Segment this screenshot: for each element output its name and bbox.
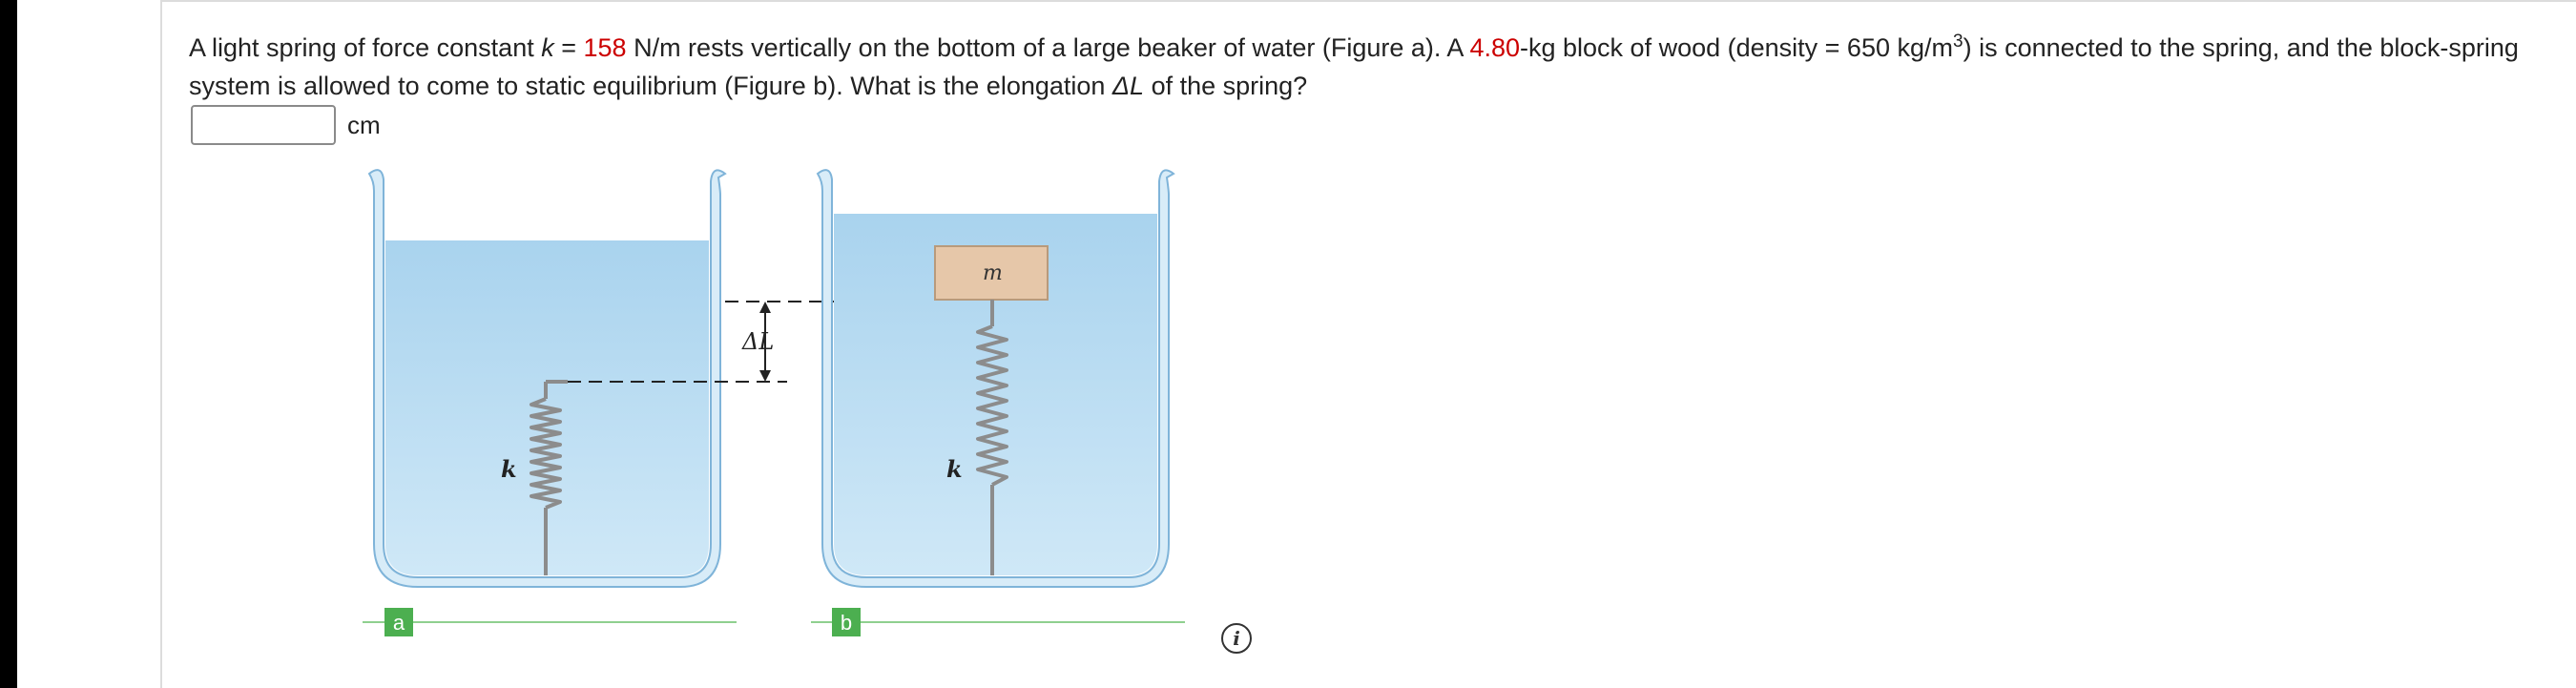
question-text-part: of the spring? [1144,72,1308,100]
mass-value: 4.80 [1469,33,1521,62]
beaker-b [816,169,1175,588]
figure-b-badge [832,608,861,636]
question-text: A light spring of force constant k = 158… [189,29,2536,105]
density-exponent: 3 [1953,31,1963,52]
delta-l-label: ΔL [741,328,774,355]
figure-a-label: a [393,611,405,635]
delta-l-arrow [759,302,771,382]
figure-b-label: b [841,611,852,635]
question-text-part: ) is connected to the spring, and the bl… [189,33,2519,100]
question-text-part: = [553,33,584,62]
question-text-part: -kg block of wood (density = 650 kg/m [1520,33,1953,62]
answer-row: cm [191,103,381,147]
unit-label: cm [347,110,381,139]
delta-l-symbol: ΔL [1111,72,1145,100]
block-mass-label: m [983,261,1003,285]
info-icon-glyph: i [1233,627,1240,650]
spring-b-k-label: k [946,455,963,483]
figure-a-badge [384,608,413,636]
spring-a-k-label: k [501,455,517,483]
left-edge-bar [0,0,17,688]
question-text-part: A light spring of force constant [189,33,542,62]
beaker-figure: k ΔL m k a b [363,169,1185,636]
k-value: 158 [583,33,627,62]
spring-a [530,380,568,575]
info-icon[interactable]: i [1221,623,1252,654]
k-symbol: k [541,33,554,62]
question-text-part: N/m rests vertically on the bottom of a … [626,33,1470,62]
spring-b [976,300,1008,575]
answer-input[interactable] [191,105,336,145]
